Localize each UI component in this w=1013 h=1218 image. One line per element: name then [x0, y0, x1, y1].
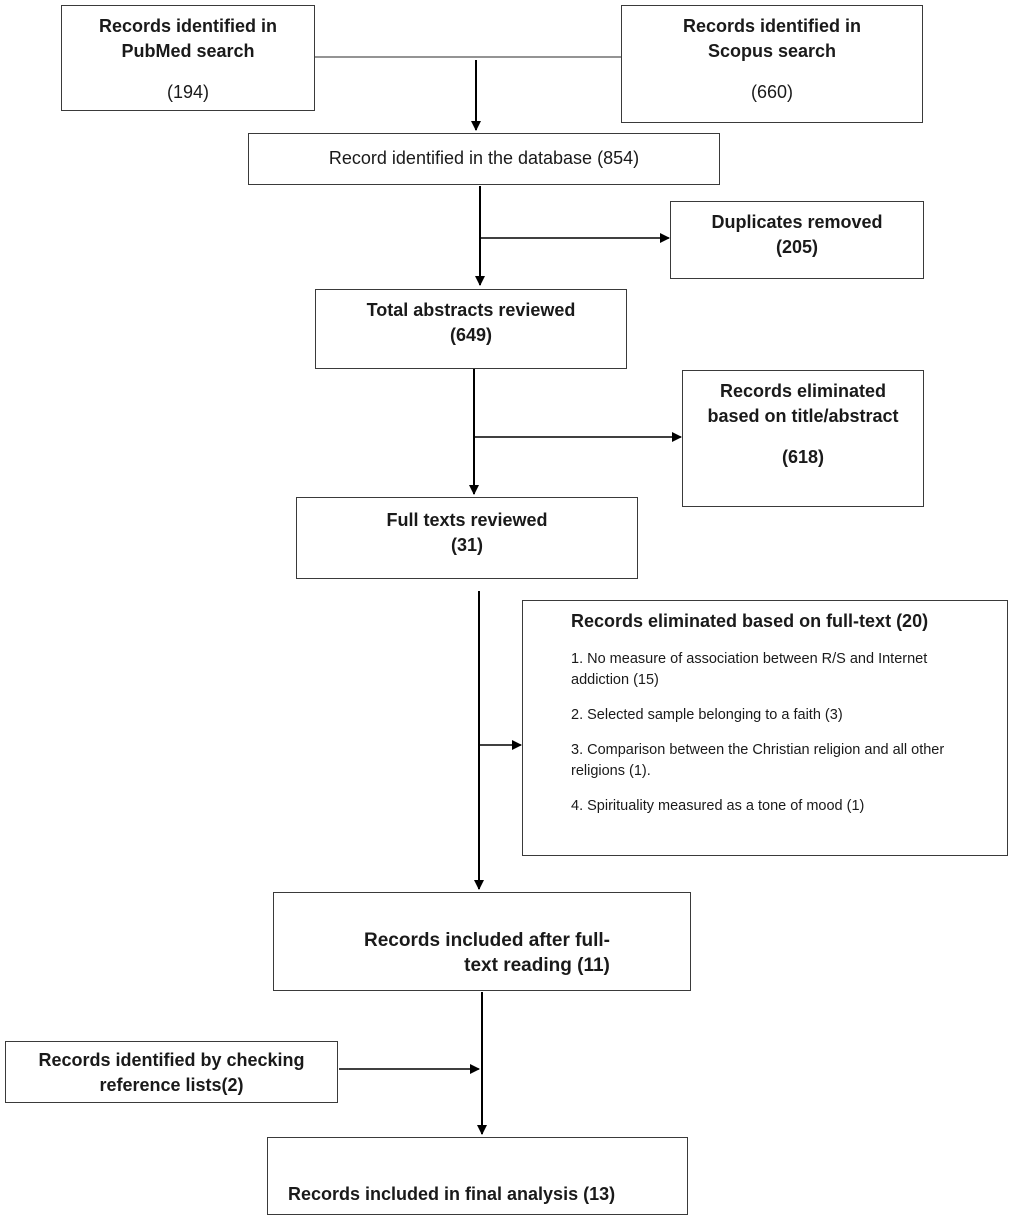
reason-3-line1: 3. Comparison between the Christian reli… — [571, 742, 945, 758]
duplicates-removed-label: Duplicates removed — [711, 212, 883, 232]
full-texts-reviewed-box: Full texts reviewed (31) — [296, 497, 638, 579]
reason-4-line1: 4. Spirituality measured as a tone of mo… — [571, 798, 865, 814]
pubmed-box-line1: Records identified in — [98, 16, 278, 36]
database-records-text: Record identified in the database (854) — [328, 148, 640, 168]
included-after-full-text-line2: text reading (11) — [464, 955, 610, 976]
eliminated-title-count: (618) — [781, 447, 825, 467]
reference-lists-box: Records identified by checking reference… — [5, 1041, 338, 1103]
reference-lists-line1: Records identified by checking — [38, 1050, 305, 1070]
reason-1-line2: addiction (15) — [571, 672, 659, 688]
duplicates-removed-count: (205) — [775, 237, 819, 257]
pubmed-records-box: Records identified in PubMed search (194… — [61, 5, 315, 111]
eliminated-full-text-box: Records eliminated based on full-text (2… — [522, 600, 1008, 856]
pubmed-box-line2: PubMed search — [121, 41, 255, 61]
scopus-box-line2: Scopus search — [707, 41, 837, 61]
eliminated-full-text-title: Records eliminated based on full-text (2… — [571, 611, 929, 631]
scopus-box-line1: Records identified in — [682, 16, 862, 36]
abstracts-reviewed-label: Total abstracts reviewed — [366, 300, 576, 320]
reference-lists-line2: reference lists(2) — [99, 1075, 244, 1095]
final-analysis-box: Records included in final analysis (13) — [267, 1137, 688, 1215]
database-records-box: Record identified in the database (854) — [248, 133, 720, 185]
elimination-reason-1: 1. No measure of association between R/S… — [571, 649, 944, 691]
pubmed-count: (194) — [166, 82, 210, 102]
scopus-count: (660) — [750, 82, 794, 102]
elimination-reasons-list: 1. No measure of association between R/S… — [571, 649, 944, 831]
elimination-reason-4: 4. Spirituality measured as a tone of mo… — [571, 796, 944, 817]
final-analysis-text: Records included in final analysis (13) — [288, 1184, 616, 1204]
eliminated-title-line1: Records eliminated — [719, 381, 887, 401]
included-after-full-text-box: Records included after full- text readin… — [273, 892, 691, 991]
abstracts-reviewed-count: (649) — [449, 325, 493, 345]
scopus-records-box: Records identified in Scopus search (660… — [621, 5, 923, 123]
full-texts-reviewed-count: (31) — [450, 535, 483, 555]
duplicates-removed-box: Duplicates removed (205) — [670, 201, 924, 279]
elimination-reason-3: 3. Comparison between the Christian reli… — [571, 740, 944, 782]
eliminated-title-line2: based on title/abstract — [707, 406, 899, 426]
reason-3-line2: religions (1). — [571, 763, 651, 779]
abstracts-reviewed-box: Total abstracts reviewed (649) — [315, 289, 627, 369]
full-texts-reviewed-label: Full texts reviewed — [386, 510, 548, 530]
elimination-reason-2: 2. Selected sample belonging to a faith … — [571, 705, 944, 726]
reason-2-line1: 2. Selected sample belonging to a faith … — [571, 707, 843, 723]
included-after-full-text-line1: Records included after full- — [364, 930, 610, 951]
eliminated-title-abstract-box: Records eliminated based on title/abstra… — [682, 370, 924, 507]
reason-1-line1: 1. No measure of association between R/S… — [571, 651, 928, 667]
